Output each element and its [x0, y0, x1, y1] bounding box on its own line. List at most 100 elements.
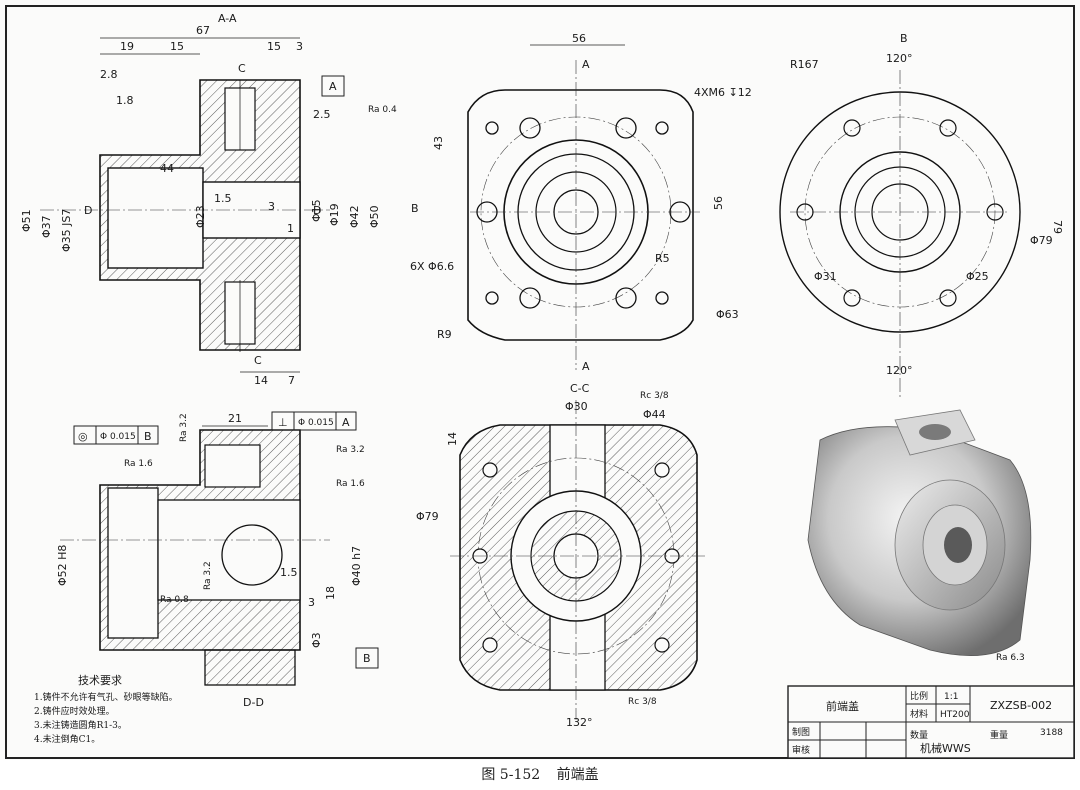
dim-aa-4: 3 — [296, 40, 303, 53]
tb-qty-label: 数量 — [910, 729, 928, 741]
tol-0-value: Φ 0.015 — [100, 432, 136, 442]
dim-front-2: 56 — [712, 196, 725, 210]
dim-aa-13: 7 — [288, 374, 295, 387]
dim-front-3: 4XM6 ↧12 — [694, 86, 752, 99]
ra-dd-3: Ra 1.6 — [336, 479, 365, 489]
dia-aa-0: Φ51 — [20, 209, 33, 232]
dim-cc-1: 14 — [446, 432, 459, 446]
section-dd-view: D-D 21 1.5 3 18 Φ3 Φ52 H8 Φ40 h7 ◎ Φ 0.0… — [56, 411, 379, 709]
dim-cc-5: Rc 3/8 — [628, 697, 657, 707]
dim-aa-1: 19 — [120, 40, 134, 53]
view-title-b: B — [900, 32, 908, 45]
dim-aa-3: 15 — [267, 40, 281, 53]
dim-b-5: Φ25 — [966, 270, 989, 283]
tb-part-name: 前端盖 — [826, 699, 859, 713]
dim-dd-4: Φ3 — [310, 632, 323, 648]
tb-sheet-ref: 3188 — [1040, 728, 1063, 738]
dim-cc-0: Φ30 — [565, 400, 588, 413]
dim-front-7: Φ63 — [716, 308, 739, 321]
dia-aa-4: Φ19 — [328, 203, 341, 226]
section-mark-aa-3: D — [313, 204, 321, 217]
dim-front-4: 6X Φ6.6 — [410, 260, 454, 273]
tb-scale-value: 1:1 — [944, 692, 958, 702]
tb-scale-label: 比例 — [910, 690, 928, 702]
tol-1-value: Φ 0.015 — [298, 418, 334, 428]
ra-dd-2: Ra 3.2 — [336, 445, 365, 455]
dia-aa-1: Φ37 — [40, 215, 53, 238]
dia-aa-5: Φ15 — [310, 199, 323, 222]
note-item-1: 2.铸件应时效处理。 — [34, 705, 115, 717]
figure-number: 图 5-152 — [481, 767, 541, 783]
view-title-cc: C-C — [570, 382, 590, 395]
dim-dd-5: Φ52 H8 — [56, 545, 69, 586]
general-roughness: Ra 6.3 — [996, 653, 1025, 663]
dim-front-0: 56 — [572, 32, 586, 45]
section-cc-view: C-C Φ30 14 Rc 3/8 Φ44 Φ79 Rc 3/8 132° — [416, 382, 705, 729]
drawing-sheet: A-A 67 19 15 15 3 2.8 1.8 44 1.5 3 1 2.5… — [5, 5, 1075, 759]
dim-front-1: 43 — [432, 136, 445, 150]
tol-0-datum: B — [144, 430, 152, 443]
section-mark-aa-4: B — [411, 202, 419, 215]
tol-0-sym: ◎ — [78, 430, 88, 443]
note-item-2: 3.未注铸造圆角R1-3。 — [34, 719, 127, 731]
dim-b-2: 120° — [886, 364, 913, 377]
watermark: 机械WWS — [920, 741, 971, 755]
view-title-dd: D-D — [243, 696, 264, 709]
ra-dd-5: Ra 3.2 — [203, 561, 213, 590]
sheet-border — [5, 5, 1075, 759]
note-item-3: 4.未注倒角C1。 — [34, 733, 100, 745]
drawing-canvas: A-A 67 19 15 15 3 2.8 1.8 44 1.5 3 1 2.5… — [5, 5, 1075, 759]
technical-notes: 技术要求 1.铸件不允许有气孔、砂眼等缺陷。 2.铸件应时效处理。 3.未注铸造… — [34, 674, 178, 745]
dia-aa-2: Φ35 JS7 — [60, 209, 73, 252]
dia-aa-6: Φ42 — [348, 205, 361, 228]
dia-aa-7: Φ50 — [368, 205, 381, 228]
datum-dd: B — [363, 652, 371, 665]
dim-dd-1: 1.5 — [280, 566, 298, 579]
dim-aa-9: 3 — [268, 200, 275, 213]
figure-name: 前端盖 — [556, 767, 599, 783]
ra-dd-4: Ra 0.8 — [160, 595, 189, 605]
dim-front-6: R9 — [437, 328, 452, 341]
dim-b-0: R167 — [790, 58, 819, 71]
dim-aa-0: 67 — [196, 24, 210, 37]
figure-caption: 图 5-152 前端盖 — [0, 764, 1080, 788]
tb-material-value: HT200 — [940, 710, 970, 720]
isometric-render — [807, 409, 1032, 656]
dim-aa-10: 1 — [287, 222, 294, 235]
b-view: B R167 120° 120° Φ79 Φ31 Φ25 79 — [779, 32, 1064, 400]
dim-b-3: Φ79 — [1030, 234, 1053, 247]
tb-checked-label: 审核 — [792, 744, 810, 756]
dim-cc-2: Rc 3/8 — [640, 391, 669, 401]
tb-weight-label: 重量 — [990, 729, 1008, 741]
dim-aa-2: 15 — [170, 40, 184, 53]
tb-drawing-no: ZXZSB-002 — [990, 699, 1052, 712]
notes-heading: 技术要求 — [78, 674, 122, 687]
section-mark-aa-0: C — [238, 62, 246, 75]
view-title-aa: A-A — [218, 12, 237, 25]
tb-drawn-label: 制图 — [792, 726, 810, 738]
dim-aa-6: 1.8 — [116, 94, 134, 107]
tol-1-sym: ⊥ — [278, 416, 288, 429]
dim-dd-0: 21 — [228, 412, 242, 425]
dim-b-1: 120° — [886, 52, 913, 65]
dim-b-4: Φ31 — [814, 270, 837, 283]
dim-aa-12: 14 — [254, 374, 268, 387]
dim-front-5: R5 — [655, 252, 670, 265]
dim-dd-6: Φ40 h7 — [350, 546, 363, 586]
ra-dd-0: Ra 1.6 — [124, 459, 153, 469]
section-mark-aa-2: D — [84, 204, 92, 217]
dim-aa-7: 44 — [160, 162, 174, 175]
dim-cc-4: Φ79 — [416, 510, 439, 523]
dim-cc-6: 132° — [566, 716, 593, 729]
mark-front-1: A — [582, 360, 590, 373]
dim-dd-2: 3 — [308, 596, 315, 609]
dim-b-6: 79 — [1051, 220, 1064, 234]
title-block: 前端盖 比例 1:1 材料 HT200 ZXZSB-002 数量 重量 制图 审… — [787, 685, 1075, 759]
front-view: 56 43 56 4XM6 ↧12 6X Φ6.6 R5 R9 Φ63 A A — [410, 32, 752, 373]
section-mark-aa-1: C — [254, 354, 262, 367]
dim-aa-5: 2.8 — [100, 68, 118, 81]
dim-aa-8: 1.5 — [214, 192, 232, 205]
tol-1-datum: A — [342, 416, 350, 429]
note-item-0: 1.铸件不允许有气孔、砂眼等缺陷。 — [34, 691, 178, 703]
roughness-aa: Ra 0.4 — [368, 105, 397, 115]
